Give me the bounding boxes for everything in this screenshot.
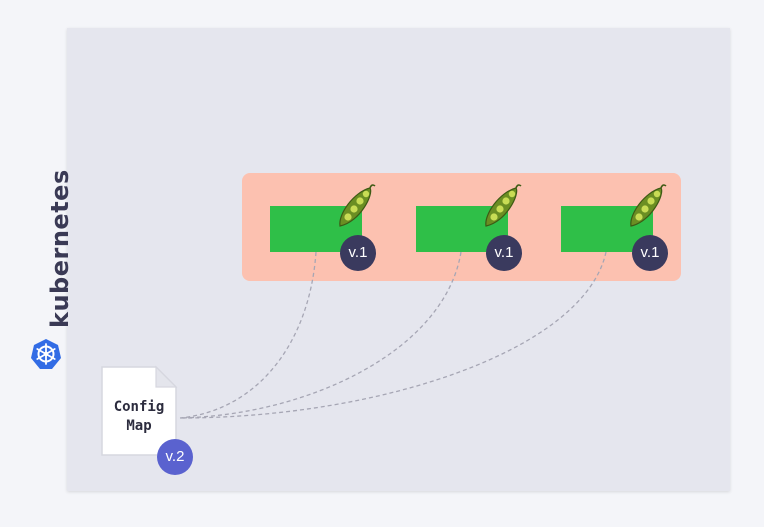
pea-pod-icon — [485, 184, 522, 227]
pod-2-version-badge: v.1 — [486, 235, 522, 271]
pod-1-version-badge: v.1 — [340, 235, 376, 271]
kubernetes-logo-icon — [31, 339, 61, 369]
configmap-label: Config Map — [113, 399, 165, 434]
pea-pod-icon — [339, 184, 376, 227]
configmap-version-badge: v.2 — [157, 439, 193, 475]
pea-pod-icon — [630, 184, 667, 227]
kubernetes-wordmark: kubernetes — [46, 169, 74, 328]
configmap-document-icon — [101, 365, 178, 456]
pod-3-version-badge: v.1 — [632, 235, 668, 271]
